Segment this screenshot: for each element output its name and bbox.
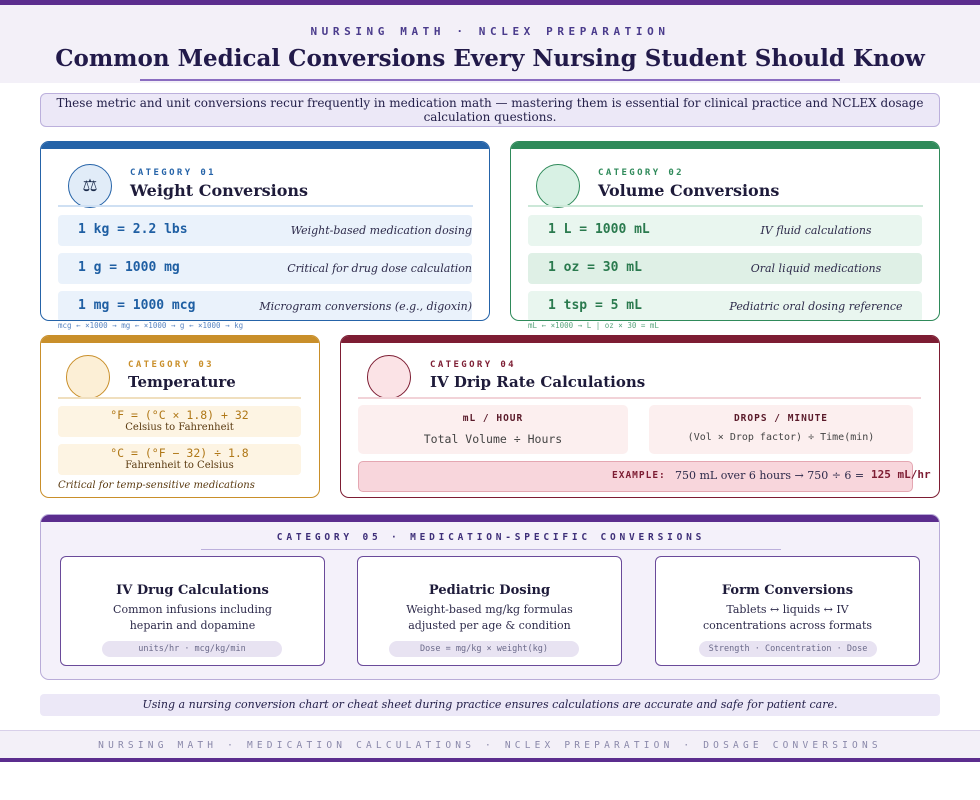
example-result: 125 mL/hr bbox=[871, 468, 931, 481]
conversion-formula: 1 g = 1000 mg bbox=[78, 260, 180, 275]
temperature-note: Critical for temp-sensitive medications bbox=[58, 480, 255, 491]
category-title: IV Drip Rate Calculations bbox=[430, 373, 646, 391]
medication-subcard: Pediatric Dosing Weight-based mg/kg form… bbox=[357, 556, 622, 666]
ml-per-hour-box: mL / HOUR Total Volume ÷ Hours bbox=[358, 405, 628, 454]
intro-banner: These metric and unit conversions recur … bbox=[40, 93, 940, 127]
card-cap bbox=[41, 336, 319, 343]
top-accent-bar bbox=[0, 0, 980, 5]
conversion-formula: 1 kg = 2.2 lbs bbox=[78, 222, 188, 237]
temperature-formula: °C = (°F − 32) ÷ 1.8 bbox=[110, 446, 249, 460]
category-divider bbox=[358, 397, 921, 399]
medication-conversions-card: CATEGORY 05 · MEDICATION-SPECIFIC CONVER… bbox=[40, 514, 940, 680]
conversion-formula: 1 L = 1000 mL bbox=[548, 222, 650, 237]
card-cap bbox=[341, 336, 939, 343]
temperature-card: CATEGORY 03 Temperature °F = (°C × 1.8) … bbox=[40, 335, 320, 498]
category-title: Volume Conversions bbox=[598, 181, 780, 200]
conversion-formula: 1 mg = 1000 mcg bbox=[78, 298, 196, 313]
conversion-row: 1 oz = 30 mL Oral liquid medications bbox=[528, 253, 922, 284]
header-eyebrow: NURSING MATH · NCLEX PREPARATION bbox=[310, 25, 670, 38]
category-label: CATEGORY 05 · MEDICATION-SPECIFIC CONVER… bbox=[276, 532, 706, 543]
temperature-badge-icon bbox=[66, 355, 110, 399]
footer-text: NURSING MATH · MEDICATION CALCULATIONS ·… bbox=[98, 740, 882, 751]
scale-icon: ⚖ bbox=[68, 164, 112, 208]
intro-text: These metric and unit conversions recur … bbox=[56, 96, 924, 124]
conversion-row: 1 g = 1000 mg Critical for drug dose cal… bbox=[58, 253, 472, 284]
iv-drip-card: CATEGORY 04 IV Drip Rate Calculations mL… bbox=[340, 335, 940, 498]
weight-conversions-card: ⚖ CATEGORY 01 Weight Conversions 1 kg = … bbox=[40, 141, 490, 321]
page-title: Common Medical Conversions Every Nursing… bbox=[55, 45, 925, 72]
drops-per-minute-box: DROPS / MINUTE (Vol × Drop factor) ÷ Tim… bbox=[649, 405, 913, 454]
conversion-note: Pediatric oral dosing reference bbox=[729, 300, 903, 313]
conversion-note: Microgram conversions (e.g., digoxin) bbox=[259, 300, 472, 313]
subcard-desc-line: Weight-based mg/kg formulas bbox=[406, 603, 573, 616]
conversion-row: 1 kg = 2.2 lbs Weight-based medication d… bbox=[58, 215, 472, 246]
title-underline bbox=[140, 79, 840, 81]
temperature-label: Fahrenheit to Celsius bbox=[125, 460, 234, 471]
medication-subcard: IV Drug Calculations Common infusions in… bbox=[60, 556, 325, 666]
card-cap bbox=[41, 142, 489, 149]
ml-per-hour-heading: mL / HOUR bbox=[462, 413, 524, 424]
subcard-description: Common infusions including heparin and d… bbox=[61, 602, 324, 634]
conversion-row: 1 tsp = 5 mL Pediatric oral dosing refer… bbox=[528, 291, 922, 320]
category-label: CATEGORY 02 bbox=[598, 168, 685, 178]
category-divider bbox=[58, 397, 301, 399]
footer: NURSING MATH · MEDICATION CALCULATIONS ·… bbox=[0, 730, 980, 758]
subcard-desc-line: adjusted per age & condition bbox=[408, 619, 571, 632]
card-cap bbox=[41, 515, 939, 522]
category-title: Weight Conversions bbox=[130, 181, 309, 200]
temperature-row: °F = (°C × 1.8) + 32 Celsius to Fahrenhe… bbox=[58, 406, 301, 437]
conversion-note: Critical for drug dose calculation bbox=[287, 262, 472, 275]
category-label: CATEGORY 03 bbox=[128, 360, 215, 370]
conversion-note: Oral liquid medications bbox=[750, 262, 882, 275]
example-text: 750 mL over 6 hours → 750 ÷ 6 = bbox=[675, 469, 865, 482]
volume-conversions-card: CATEGORY 02 Volume Conversions 1 L = 100… bbox=[510, 141, 940, 321]
bottom-note: Using a nursing conversion chart or chea… bbox=[40, 694, 940, 716]
subcard-description: Weight-based mg/kg formulas adjusted per… bbox=[358, 602, 621, 634]
volume-badge-icon bbox=[536, 164, 580, 208]
conversion-formula: 1 tsp = 5 mL bbox=[548, 298, 642, 313]
conversion-formula: 1 oz = 30 mL bbox=[548, 260, 642, 275]
category-label: CATEGORY 04 bbox=[430, 360, 517, 370]
conversion-note: IV fluid calculations bbox=[760, 224, 872, 237]
subcard-description: Tablets ↔ liquids ↔ IV concentrations ac… bbox=[656, 602, 919, 634]
subcard-formula-pill: units/hr · mcg/kg/min bbox=[102, 641, 282, 657]
temperature-row: °C = (°F − 32) ÷ 1.8 Fahrenheit to Celsi… bbox=[58, 444, 301, 475]
subcard-title: Form Conversions bbox=[721, 583, 854, 598]
medication-subcard: Form Conversions Tablets ↔ liquids ↔ IV … bbox=[655, 556, 920, 666]
iv-example-box: EXAMPLE: 750 mL over 6 hours → 750 ÷ 6 =… bbox=[358, 461, 931, 492]
category-divider bbox=[58, 205, 473, 207]
example-label: EXAMPLE: bbox=[612, 470, 666, 481]
drops-per-minute-heading: DROPS / MINUTE bbox=[733, 413, 829, 424]
card-cap bbox=[511, 142, 939, 149]
weight-conversion-chain: mcg ← ×1000 → mg ← ×1000 → g ← ×1000 → k… bbox=[58, 321, 244, 330]
ml-per-hour-formula: Total Volume ÷ Hours bbox=[423, 432, 563, 446]
drops-per-minute-formula: (Vol × Drop factor) ÷ Time(min) bbox=[687, 432, 875, 443]
bottom-accent-bar bbox=[0, 758, 980, 762]
category-label: CATEGORY 01 bbox=[130, 168, 217, 178]
subcard-desc-line: concentrations across formats bbox=[702, 619, 873, 632]
temperature-label: Celsius to Fahrenheit bbox=[125, 422, 234, 433]
subcard-desc-line: heparin and dopamine bbox=[129, 619, 256, 632]
volume-conversion-chain: mL ← ×1000 → L | oz × 30 = mL bbox=[528, 321, 659, 330]
subcard-desc-line: Common infusions including bbox=[113, 603, 272, 616]
conversion-row: 1 mg = 1000 mcg Microgram conversions (e… bbox=[58, 291, 472, 320]
subcard-formula-pill: Dose = mg/kg × weight(kg) bbox=[389, 641, 579, 657]
category-divider bbox=[201, 549, 781, 550]
page-header: NURSING MATH · NCLEX PREPARATION Common … bbox=[0, 5, 980, 83]
temperature-formula: °F = (°C × 1.8) + 32 bbox=[110, 408, 249, 422]
category-divider bbox=[528, 205, 923, 207]
subcard-title: Pediatric Dosing bbox=[428, 583, 551, 598]
category-title: Temperature bbox=[128, 373, 236, 391]
subcard-formula-pill: Strength · Concentration · Dose bbox=[699, 641, 877, 657]
subcard-title: IV Drug Calculations bbox=[116, 583, 269, 598]
iv-badge-icon bbox=[367, 355, 411, 399]
subcard-desc-line: Tablets ↔ liquids ↔ IV bbox=[726, 603, 849, 616]
scale-glyph: ⚖ bbox=[82, 176, 98, 196]
conversion-note: Weight-based medication dosing bbox=[290, 224, 472, 237]
conversion-row: 1 L = 1000 mL IV fluid calculations bbox=[528, 215, 922, 246]
